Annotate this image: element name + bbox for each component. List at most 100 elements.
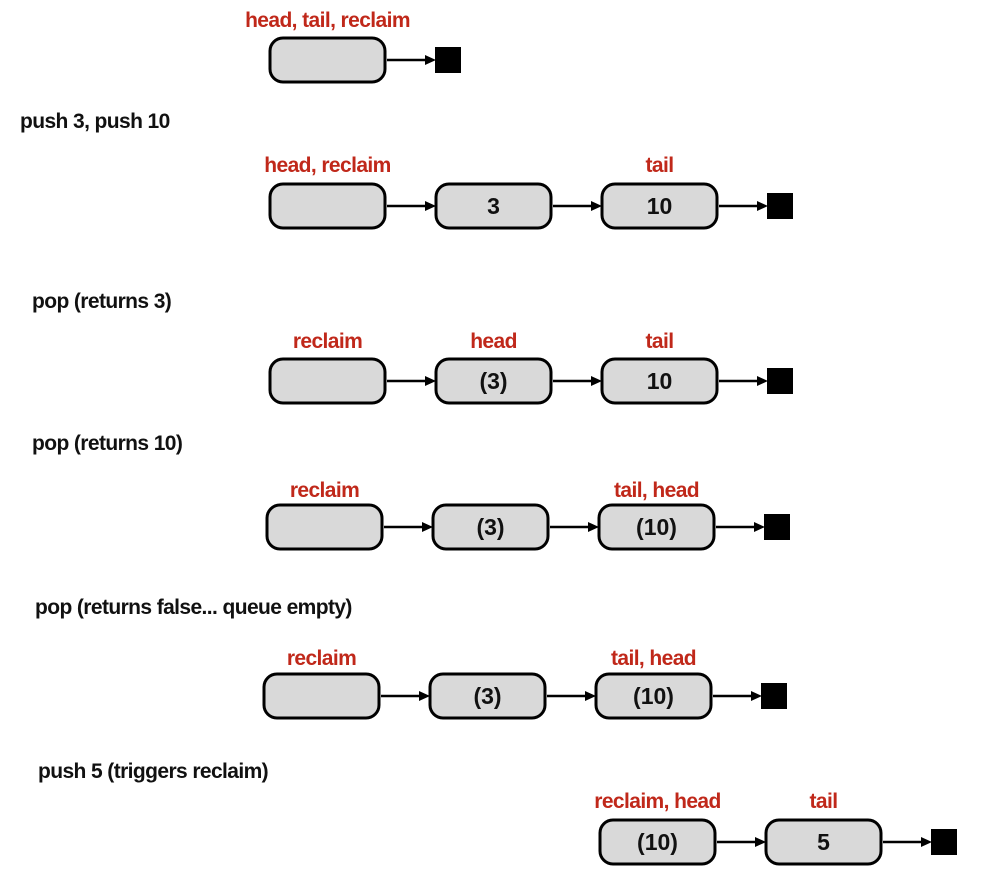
null-terminator bbox=[764, 514, 790, 540]
arrow-head bbox=[921, 837, 932, 847]
queue-step-5: push 5 (triggers reclaim) (10) reclaim, he… bbox=[38, 760, 957, 866]
queue-node: (3) bbox=[431, 503, 599, 551]
node-box bbox=[265, 503, 384, 551]
queue-node: (10) reclaim, head bbox=[594, 790, 766, 866]
queue-node: 5 tail bbox=[764, 790, 957, 866]
arrow-head bbox=[425, 55, 436, 65]
node-box bbox=[434, 182, 553, 230]
null-terminator bbox=[767, 368, 793, 394]
arrow-head bbox=[585, 691, 596, 701]
pointer-label: reclaim bbox=[287, 647, 356, 670]
arrow-head bbox=[755, 837, 766, 847]
node-box bbox=[594, 672, 713, 720]
queue-node: (3) head bbox=[434, 330, 602, 405]
null-arrow bbox=[387, 55, 436, 65]
next-arrow bbox=[553, 376, 602, 386]
queue-node: 10 tail bbox=[600, 330, 793, 405]
null-terminator bbox=[931, 829, 957, 855]
arrow-head bbox=[591, 376, 602, 386]
null-terminator bbox=[761, 683, 787, 709]
next-arrow bbox=[553, 201, 602, 211]
pointer-label: reclaim bbox=[293, 330, 362, 353]
queue-node: head, reclaim bbox=[264, 154, 436, 230]
node-box bbox=[598, 818, 717, 866]
null-arrow bbox=[719, 376, 768, 386]
queue-node: reclaim bbox=[265, 479, 433, 551]
pointer-label: head, reclaim bbox=[264, 154, 390, 177]
arrow-head bbox=[425, 376, 436, 386]
node-value: (3) bbox=[479, 368, 507, 394]
queue-node: head, tail, reclaim bbox=[245, 9, 461, 84]
node-value: 10 bbox=[647, 193, 673, 219]
queue-node: (10) tail, head bbox=[597, 479, 790, 551]
queue-node: (3) bbox=[428, 672, 596, 720]
node-box bbox=[268, 357, 387, 405]
node-value: (10) bbox=[633, 683, 674, 709]
node-box bbox=[764, 818, 883, 866]
node-box bbox=[597, 503, 716, 551]
node-box bbox=[268, 182, 387, 230]
arrow-head bbox=[751, 691, 762, 701]
pointer-label: tail bbox=[810, 790, 838, 813]
arrow-head bbox=[419, 691, 430, 701]
node-box bbox=[428, 672, 547, 720]
next-arrow bbox=[387, 376, 436, 386]
step-label: pop (returns 3) bbox=[32, 290, 171, 313]
queue-node: 10 tail bbox=[600, 154, 793, 230]
node-box bbox=[268, 36, 387, 84]
next-arrow bbox=[550, 522, 599, 532]
next-arrow bbox=[384, 522, 433, 532]
node-box bbox=[434, 357, 553, 405]
pointer-label: reclaim, head bbox=[594, 790, 720, 813]
arrow-head bbox=[588, 522, 599, 532]
pointer-label: head bbox=[470, 330, 517, 353]
step-label: push 3, push 10 bbox=[20, 110, 170, 133]
queue-step-4: pop (returns false... queue empty) reclai… bbox=[35, 596, 787, 720]
null-arrow bbox=[883, 837, 932, 847]
null-terminator bbox=[767, 193, 793, 219]
null-arrow bbox=[719, 201, 768, 211]
pointer-label: reclaim bbox=[290, 479, 359, 502]
pointer-label: tail bbox=[646, 154, 674, 177]
arrow-head bbox=[422, 522, 433, 532]
queue-step-1: push 3, push 10 head, reclaim 3 10 tail bbox=[20, 110, 793, 230]
queue-step-0: head, tail, reclaim bbox=[245, 9, 461, 84]
arrow-head bbox=[757, 376, 768, 386]
node-box bbox=[262, 672, 381, 720]
node-value: 5 bbox=[817, 829, 830, 855]
node-value: 3 bbox=[487, 193, 500, 219]
pointer-label: tail bbox=[646, 330, 674, 353]
queue-step-2: pop (returns 3) reclaim (3) head 10 tail bbox=[32, 290, 793, 405]
node-value: (3) bbox=[476, 514, 504, 540]
null-arrow bbox=[713, 691, 762, 701]
step-label: pop (returns 10) bbox=[32, 432, 182, 455]
pointer-label: tail, head bbox=[614, 479, 699, 502]
step-label: pop (returns false... queue empty) bbox=[35, 596, 352, 619]
node-box bbox=[600, 182, 719, 230]
step-label: push 5 (triggers reclaim) bbox=[38, 760, 268, 783]
node-value: (10) bbox=[636, 514, 677, 540]
queue-node: (10) tail, head bbox=[594, 647, 787, 720]
queue-step-3: pop (returns 10) reclaim (3) (10) tail, head bbox=[32, 432, 790, 551]
arrow-head bbox=[591, 201, 602, 211]
null-terminator bbox=[435, 47, 461, 73]
queue-node: reclaim bbox=[268, 330, 436, 405]
pointer-label: head, tail, reclaim bbox=[245, 9, 410, 32]
next-arrow bbox=[717, 837, 766, 847]
pointer-label: tail, head bbox=[611, 647, 696, 670]
node-value: (3) bbox=[473, 683, 501, 709]
node-value: 10 bbox=[647, 368, 673, 394]
node-box bbox=[431, 503, 550, 551]
next-arrow bbox=[547, 691, 596, 701]
queue-node: 3 bbox=[434, 182, 602, 230]
next-arrow bbox=[387, 201, 436, 211]
null-arrow bbox=[716, 522, 765, 532]
arrow-head bbox=[757, 201, 768, 211]
arrow-head bbox=[754, 522, 765, 532]
arrow-head bbox=[425, 201, 436, 211]
node-box bbox=[600, 357, 719, 405]
queue-node: reclaim bbox=[262, 647, 430, 720]
next-arrow bbox=[381, 691, 430, 701]
node-value: (10) bbox=[637, 829, 678, 855]
